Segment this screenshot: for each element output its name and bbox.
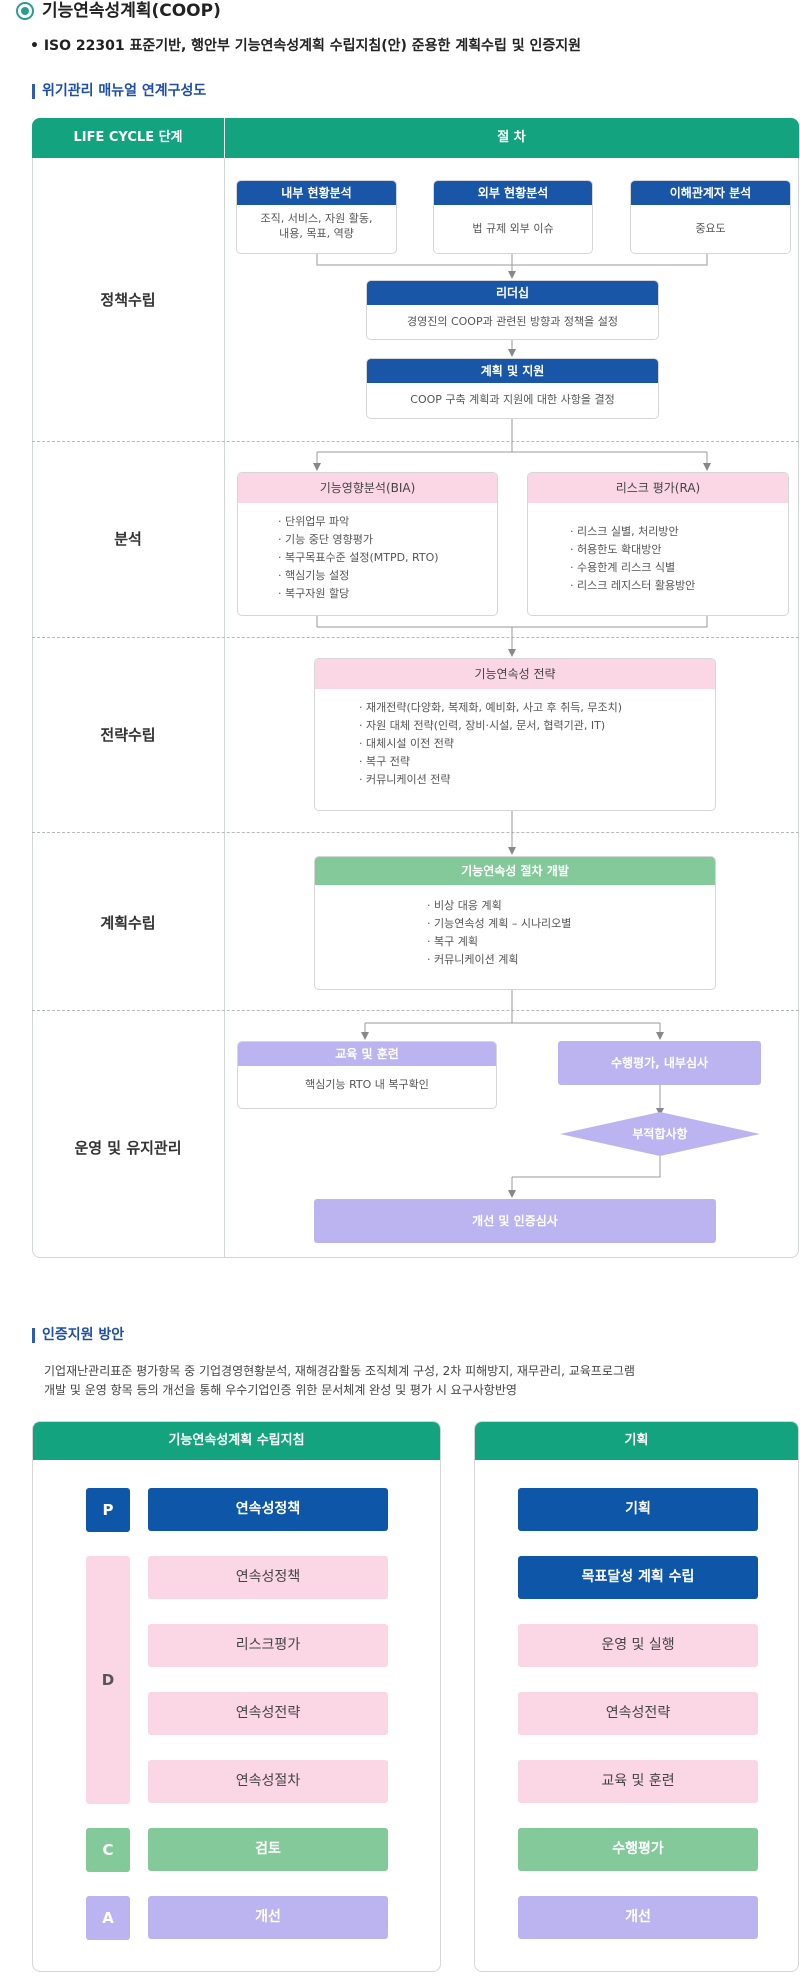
table-header [32,118,799,158]
bia-box: 기능영향분석(BIA) · 단위업무 파악 · 기능 중단 영향평가 · 복구목… [237,472,498,616]
improvement-box: 개선 및 인증심사 [314,1199,716,1243]
plan-item: · 기능연속성 계획 – 시나리오별 [427,917,572,930]
strategy-item: · 자원 대체 전략(인력, 장비·시설, 문서, 협력기관, IT) [359,719,606,732]
certification-description: 기업재난관리표준 평가항목 중 기업경영현황분석, 재해경감활동 조직체계 구성… [44,1364,635,1397]
external-analysis-box: 외부 현황분석 법 규제 외부 이슈 [433,180,593,254]
strategy-item: · 재개전략(다양화, 복제화, 예비화, 사고 후 취득, 무조치) [359,701,623,714]
stage-analysis: 분석 [114,530,142,548]
plan-support-head: 계획 및 지원 [367,359,658,383]
right-step: 교육 및 훈련 [518,1760,758,1803]
left-step: 연속성절차 [148,1760,388,1803]
section-title-manual: 위기관리 매뉴얼 연계구성도 [42,83,207,99]
stage-policy: 정책수립 [100,291,156,309]
ra-head: 리스크 평가(RA) [528,473,788,503]
training-body: 핵심기능 RTO 내 복구확인 [305,1078,429,1091]
leadership-body: 경영진의 COOP과 관련된 방향과 정책을 설정 [406,315,619,328]
left-step: 연속성정책 [148,1488,388,1531]
ra-item: · 리스크 레지스터 활용방안 [570,579,696,592]
stakeholder-analysis-head: 이해관계자 분석 [631,181,790,205]
bia-head: 기능영향분석(BIA) [238,473,497,503]
bia-item: · 복구자원 할당 [278,587,350,600]
plan-item: · 복구 계획 [427,935,478,948]
planning-panel-title: 기획 [475,1422,798,1460]
row-divider [32,832,799,833]
strategy-item: · 복구 전략 [359,755,410,768]
bia-item: · 단위업무 파악 [278,515,350,528]
ra-item: · 수용한계 리스크 식별 [570,561,676,574]
strategy-item: · 대체시설 이전 전략 [359,737,454,750]
right-step: 개선 [518,1896,758,1939]
bia-item: · 복구목표수준 설정(MTPD, RTO) [278,551,439,564]
bia-item: · 기능 중단 영향평가 [278,533,373,546]
ra-box: 리스크 평가(RA) · 리스크 실별, 처리방안 · 허용한도 확대방안 · … [527,472,789,616]
procedure-development-head: 기능연속성 절차 개발 [315,857,715,885]
plan-list: · 비상 대응 계획 · 기능연속성 계획 – 시나리오별 · 복구 계획 · … [315,885,715,969]
section-bar-icon [32,1328,35,1343]
strategy-list: · 재개전략(다양화, 복제화, 예비화, 사고 후 취득, 무조치) · 자원… [315,689,715,789]
internal-analysis-body: 조직, 서비스, 자원 활동, 내용, 목표, 역량 [260,212,373,240]
ra-item: · 허용한도 확대방안 [570,543,662,556]
left-step: 연속성전략 [148,1692,388,1735]
pdca-letter-a: A [86,1896,130,1940]
left-step: 검토 [148,1828,388,1871]
bia-item: · 핵심기능 설정 [278,569,350,582]
procedure-development-box: 기능연속성 절차 개발 · 비상 대응 계획 · 기능연속성 계획 – 시나리오… [314,856,716,990]
continuity-strategy-head: 기능연속성 전략 [315,659,715,689]
right-step: 수행평가 [518,1828,758,1871]
right-step: 연속성전략 [518,1692,758,1735]
pdca-letter-d: D [86,1556,130,1804]
left-step: 개선 [148,1896,388,1939]
row-divider [32,441,799,442]
right-step: 기획 [518,1488,758,1531]
training-head: 교육 및 훈련 [238,1042,496,1066]
guideline-panel-title: 기능연속성계획 수립지침 [33,1422,440,1460]
stakeholder-analysis-box: 이해관계자 분석 중요도 [630,180,791,254]
strategy-item: · 커뮤니케이션 전략 [359,773,451,786]
plan-support-box: 계획 및 지원 COOP 구축 계획과 지원에 대한 사항을 결정 [366,358,659,419]
external-analysis-head: 외부 현황분석 [434,181,592,205]
column-divider [224,118,225,1258]
section-title-certification: 인증지원 방안 [42,1327,125,1343]
plan-item: · 비상 대응 계획 [427,899,502,912]
internal-analysis-box: 내부 현황분석 조직, 서비스, 자원 활동, 내용, 목표, 역량 [236,180,397,254]
stage-strategy: 전략수립 [100,726,156,744]
header-lifecycle: LIFE CYCLE 단계 [73,130,183,145]
leadership-head: 리더십 [367,281,658,305]
ra-item: · 리스크 실별, 처리방안 [570,525,679,538]
training-box: 교육 및 훈련 핵심기능 RTO 내 복구확인 [237,1041,497,1109]
ra-list: · 리스크 실별, 처리방안 · 허용한도 확대방안 · 수용한계 리스크 식별… [528,503,788,595]
header-procedure: 절 차 [497,130,526,145]
audit-box: 수행평가, 내부심사 [558,1041,761,1085]
nonconformity-diamond [560,1112,760,1156]
pdca-letter-p: P [86,1488,130,1532]
left-step: 연속성정책 [148,1556,388,1599]
stage-planning: 계획수립 [100,914,156,932]
title-circle-icon [16,2,34,20]
continuity-strategy-box: 기능연속성 전략 · 재개전략(다양화, 복제화, 예비화, 사고 후 취득, … [314,658,716,811]
stakeholder-analysis-body: 중요도 [695,222,726,235]
pdca-letter-c: C [86,1828,130,1872]
right-step: 운영 및 실행 [518,1624,758,1667]
row-divider [32,1010,799,1011]
leadership-box: 리더십 경영진의 COOP과 관련된 방향과 정책을 설정 [366,280,659,340]
external-analysis-body: 법 규제 외부 이슈 [472,222,554,235]
page-summary: • ISO 22301 표준기반, 행안부 기능연속성계획 수립지침(안) 준용… [30,38,581,54]
left-step: 리스크평가 [148,1624,388,1667]
bia-list: · 단위업무 파악 · 기능 중단 영향평가 · 복구목표수준 설정(MTPD,… [238,503,497,603]
row-divider [32,637,799,638]
plan-item: · 커뮤니케이션 계획 [427,953,519,966]
page-title: 기능연속성계획(COOP) [42,1,221,21]
nonconformity-label: 부적합사항 [632,1127,688,1141]
stage-operation: 운영 및 유지관리 [74,1139,182,1157]
right-step: 목표달성 계획 수립 [518,1556,758,1599]
section-bar-icon [32,84,35,99]
plan-support-body: COOP 구축 계획과 지원에 대한 사항을 결정 [410,393,615,406]
header-divider [224,118,225,158]
internal-analysis-head: 내부 현황분석 [237,181,396,205]
